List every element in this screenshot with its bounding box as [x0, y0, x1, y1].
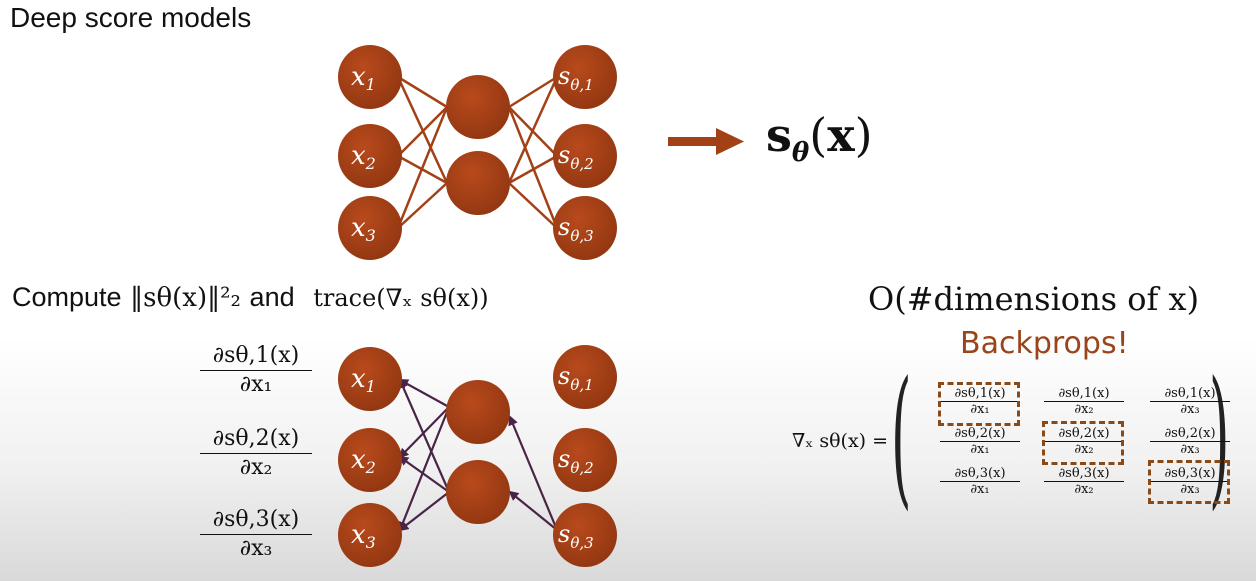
diagonal-highlight-2	[1042, 421, 1124, 465]
top-network-edges	[396, 75, 559, 229]
compute-prefix: Compute	[12, 282, 122, 312]
hidden-node-2-bottom	[446, 460, 510, 524]
node-x1-top	[338, 45, 402, 109]
bottom-network-edges	[398, 378, 559, 532]
node-s1-bottom	[553, 345, 617, 409]
jacobian-cell-2-3: ∂sθ,2(x)∂x₃	[1150, 426, 1230, 457]
node-x2-bottom	[338, 428, 402, 492]
node-s3-top	[553, 196, 617, 260]
diagonal-highlight-3	[1148, 460, 1230, 504]
node-x3-top	[338, 196, 402, 260]
svg-text:sθ,3: sθ,3	[558, 213, 594, 245]
jacobian-right-paren: )	[1209, 350, 1230, 524]
node-x3-bottom	[338, 503, 402, 567]
bottom-network-nodes	[338, 345, 617, 567]
node-s3-bottom	[553, 503, 617, 567]
node-s2-bottom	[553, 428, 617, 492]
jacobian-cell-3-1: ∂sθ,3(x)∂x₁	[940, 466, 1020, 497]
jacobian-cell-2-1: ∂sθ,2(x)∂x₁	[940, 426, 1020, 457]
jacobian-cell-1-2: ∂sθ,1(x)∂x₂	[1044, 386, 1124, 417]
complexity-note: O(#dimensions of x)	[868, 280, 1200, 318]
compute-statement: Compute ‖sθ(x)‖²₂ and trace(∇ₓ sθ(x))	[12, 282, 489, 313]
hidden-node-1-bottom	[446, 380, 510, 444]
jacobian-cell-3-3: ∂sθ,3(x)∂x₃	[1150, 466, 1230, 497]
partial-1: ∂sθ,1(x) ∂x₁	[200, 342, 312, 399]
partial-2: ∂sθ,2(x) ∂x₂	[200, 425, 312, 482]
trace-expression: trace(∇ₓ sθ(x))	[313, 284, 489, 312]
hidden-node-2-top	[446, 151, 510, 215]
jacobian-left-paren: (	[891, 350, 912, 524]
hidden-node-1-top	[446, 75, 510, 139]
jacobian-cell-1-3: ∂sθ,1(x)∂x₃	[1150, 386, 1230, 417]
partial-3: ∂sθ,3(x) ∂x₃	[200, 506, 312, 563]
compute-and: and	[249, 282, 295, 312]
node-s1-top	[553, 45, 617, 109]
score-function-label: sθ(x)	[766, 108, 873, 169]
node-x1-bottom	[338, 347, 402, 411]
top-network-nodes	[338, 45, 617, 260]
node-s2-top	[553, 124, 617, 188]
jacobian-cell-2-2: ∂sθ,2(x)∂x₂	[1044, 426, 1124, 457]
diagonal-highlight-1	[938, 382, 1020, 426]
jacobian-label: ∇ₓ sθ(x) =	[792, 430, 889, 452]
slide-title: Deep score models	[10, 2, 252, 33]
jacobian-cell-1-1: ∂sθ,1(x)∂x₁	[940, 386, 1020, 417]
result-arrow	[668, 128, 744, 155]
jacobian-cell-3-2: ∂sθ,3(x)∂x₂	[1044, 466, 1124, 497]
norm-expression: ‖sθ(x)‖²₂	[130, 283, 241, 313]
backprops-label: Backprops!	[960, 326, 1129, 361]
node-x2-top	[338, 124, 402, 188]
